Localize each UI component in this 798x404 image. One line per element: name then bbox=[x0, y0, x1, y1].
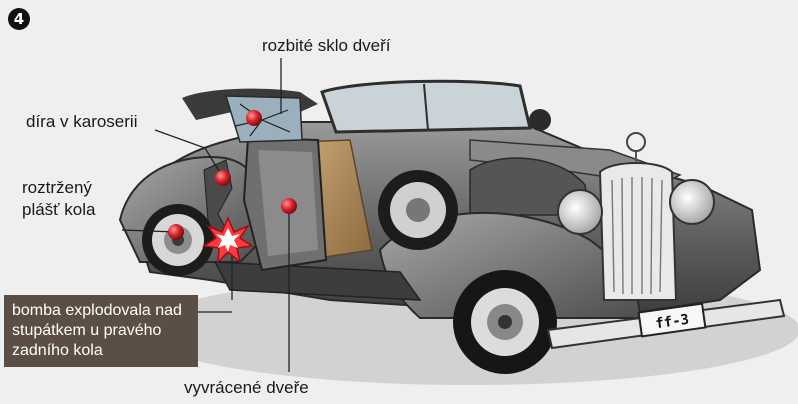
label-broken-glass: rozbité sklo dveří bbox=[262, 36, 391, 56]
side-mirror bbox=[529, 109, 551, 131]
headlamp-left bbox=[558, 190, 602, 234]
front-wheel-near bbox=[453, 270, 557, 374]
front-wheel-far bbox=[378, 170, 458, 250]
label-door-overturned: vyvrácené dveře bbox=[184, 378, 309, 398]
headlamp-right bbox=[670, 180, 714, 224]
callout-line-2: stupátkem u pravého bbox=[12, 321, 190, 341]
damage-marker-icon bbox=[168, 224, 184, 240]
rear-wheel bbox=[142, 204, 214, 276]
label-torn-tire-line1: roztržený bbox=[22, 178, 92, 198]
step-number-badge: 4 bbox=[8, 8, 30, 30]
callout-line-1: bomba explodovala nad bbox=[12, 301, 190, 321]
damage-marker-icon bbox=[215, 170, 231, 186]
damage-marker-icon bbox=[281, 198, 297, 214]
callout-line-3: zadního kola bbox=[12, 341, 190, 361]
label-body-hole: díra v karoserii bbox=[26, 112, 137, 132]
damage-marker-icon bbox=[246, 110, 262, 126]
label-torn-tire-line2: plášť kola bbox=[22, 200, 95, 220]
explosion-callout: bomba explodovala nad stupátkem u pravéh… bbox=[4, 295, 198, 367]
